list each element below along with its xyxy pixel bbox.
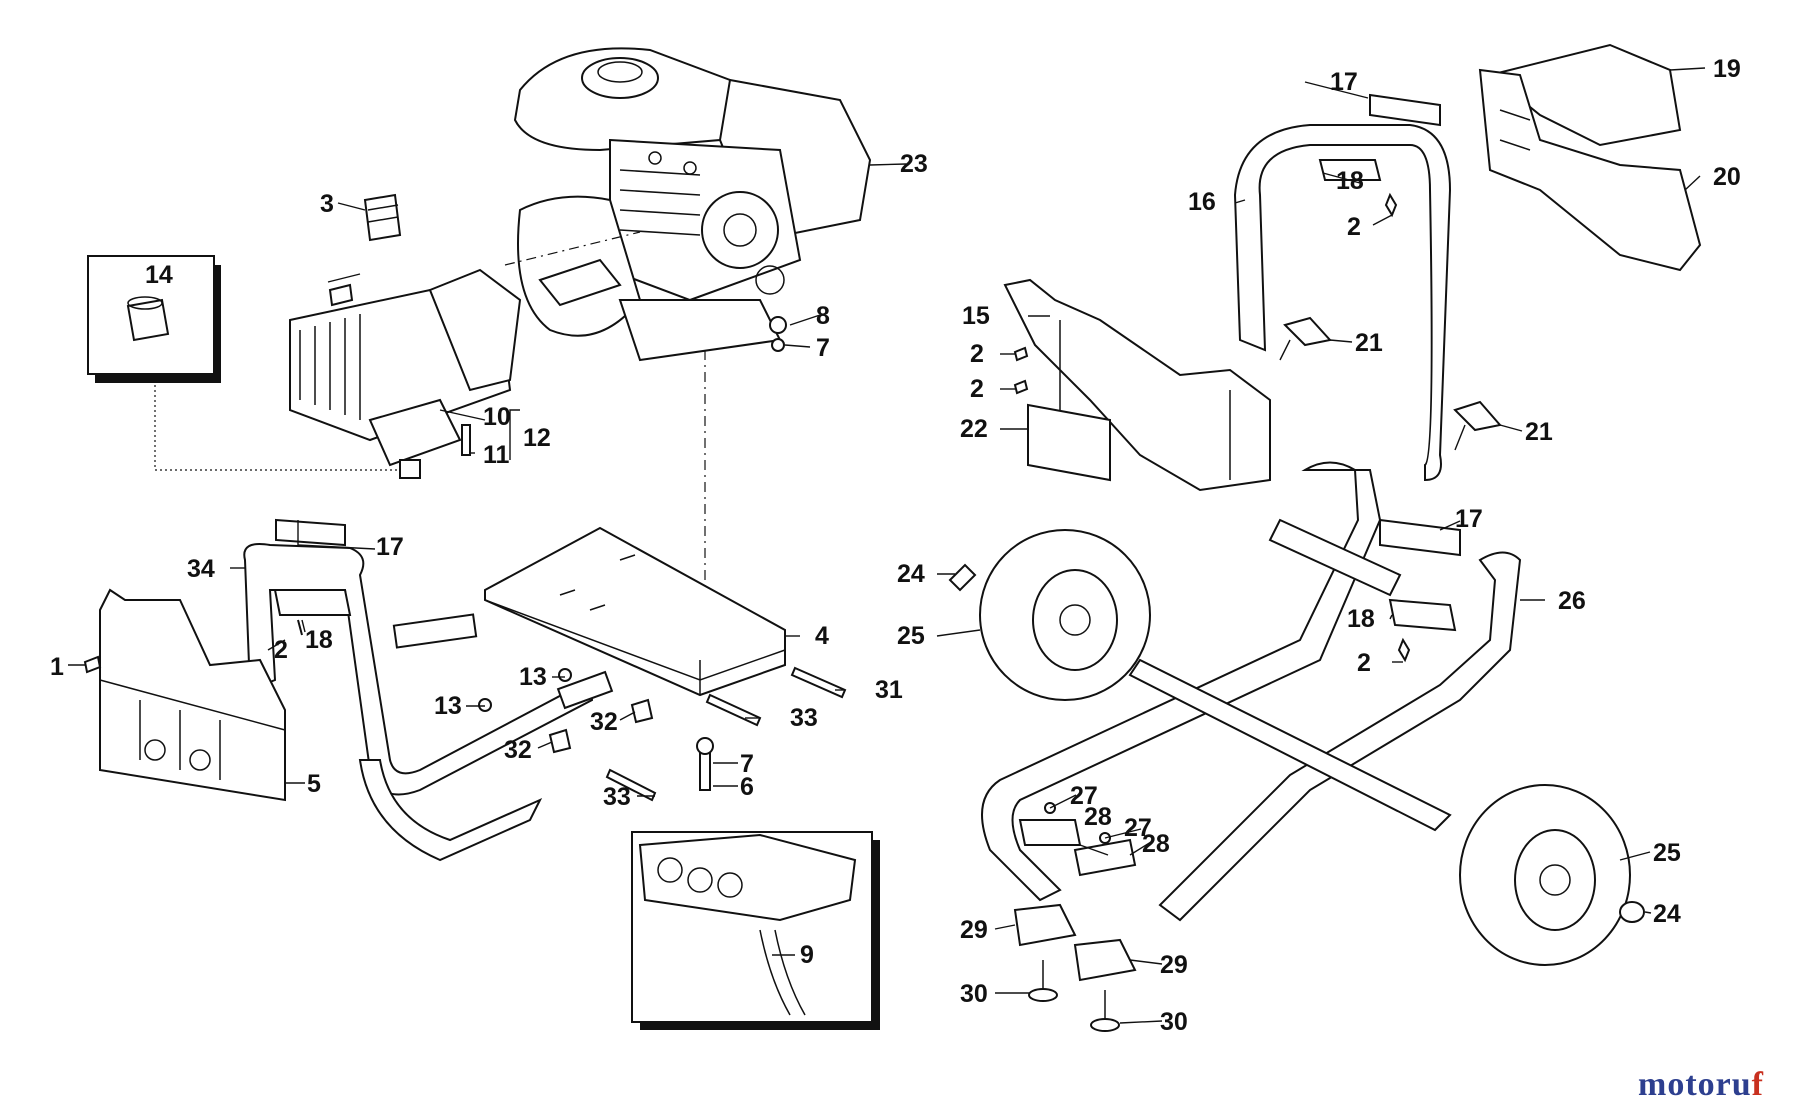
callout-2-lower: 2	[1357, 649, 1371, 677]
watermark-logo: motoruf	[1638, 1066, 1764, 1104]
callout-14: 14	[145, 261, 173, 289]
left-frame-34	[243, 543, 614, 862]
bracket-15	[1003, 278, 1271, 492]
callout-26: 26	[1558, 587, 1586, 615]
callout-27-left: 27	[1070, 782, 1098, 810]
callout-18-left: 18	[305, 626, 333, 654]
engine-23	[513, 47, 872, 362]
watermark-part2: f	[1751, 1066, 1764, 1103]
callout-29-left: 29	[960, 916, 988, 944]
callout-12: 12	[523, 424, 551, 452]
callout-27-right: 27	[1124, 814, 1152, 842]
callout-17-left: 17	[376, 533, 404, 561]
callout-2-b: 2	[970, 375, 984, 403]
callout-23: 23	[900, 150, 928, 178]
callout-17-lower: 17	[1455, 505, 1483, 533]
callout-15: 15	[962, 302, 990, 330]
inset-9	[631, 831, 880, 1030]
callout-1: 1	[50, 653, 64, 681]
right-frame-26	[981, 461, 1522, 922]
clamp-18-lower	[1388, 598, 1457, 632]
callout-22: 22	[960, 415, 988, 443]
callout-3: 3	[320, 190, 334, 218]
pump-assembly	[289, 268, 522, 479]
clamp-18-left	[273, 589, 352, 616]
inset-14	[87, 255, 221, 383]
watermark-part1: motoru	[1638, 1066, 1752, 1103]
callout-4: 4	[815, 622, 829, 650]
coupling-3	[363, 193, 402, 242]
handle-16	[1233, 124, 1452, 482]
callout-17-top: 17	[1330, 68, 1358, 96]
callout-2-a: 2	[970, 340, 984, 368]
callout-18-top: 18	[1336, 167, 1364, 195]
callout-24-lower: 24	[1653, 900, 1681, 928]
callout-13-lower: 13	[434, 692, 462, 720]
callout-7-lower: 7	[740, 750, 754, 778]
grip-17-lower	[1379, 518, 1461, 557]
grip-17-top	[1369, 93, 1441, 127]
base-plate-4	[484, 526, 786, 697]
callout-32-upper: 32	[590, 708, 618, 736]
callout-8: 8	[816, 302, 830, 330]
callout-20: 20	[1713, 163, 1741, 191]
callout-11: 11	[483, 441, 510, 469]
callout-18-lower: 18	[1347, 605, 1375, 633]
callout-9: 9	[800, 941, 814, 969]
callout-30-right: 30	[1160, 1008, 1188, 1036]
callout-6: 6	[740, 773, 754, 801]
callout-21-upper: 21	[1355, 329, 1383, 357]
callout-25-lower: 25	[1653, 839, 1681, 867]
bracket-19-20	[1478, 43, 1702, 272]
callout-29-right: 29	[1160, 951, 1188, 979]
callout-30-left: 30	[960, 980, 988, 1008]
leader-lines	[68, 67, 1706, 1024]
callout-19: 19	[1713, 55, 1741, 83]
grip-17-left	[275, 518, 346, 547]
callout-28-left: 28	[1084, 803, 1112, 831]
front-cover-5	[99, 588, 286, 802]
callout-7-top: 7	[816, 334, 830, 362]
callout-24-upper: 24	[897, 560, 925, 588]
callout-10: 10	[483, 403, 511, 431]
callout-21-lower: 21	[1525, 418, 1553, 446]
callout-33-upper: 33	[790, 704, 818, 732]
callout-2-top: 2	[1347, 213, 1361, 241]
pad-22	[1027, 403, 1111, 482]
callout-28-right: 28	[1142, 830, 1170, 858]
callout-2-left: 2	[274, 636, 288, 664]
callout-5: 5	[307, 770, 321, 798]
callout-25-upper: 25	[897, 622, 925, 650]
callout-33-lower: 33	[603, 783, 631, 811]
callout-32-lower: 32	[504, 736, 532, 764]
callout-labels: 3 14 23 8 7 10 12 11 17 34 2 18 1 5 4 13…	[50, 55, 1741, 1036]
callout-16: 16	[1188, 188, 1216, 216]
wheel-25-upper	[979, 529, 1151, 701]
callout-31: 31	[875, 676, 903, 704]
callout-13-upper: 13	[519, 663, 547, 691]
wheel-25-lower	[1459, 784, 1631, 966]
callout-34: 34	[187, 555, 215, 583]
